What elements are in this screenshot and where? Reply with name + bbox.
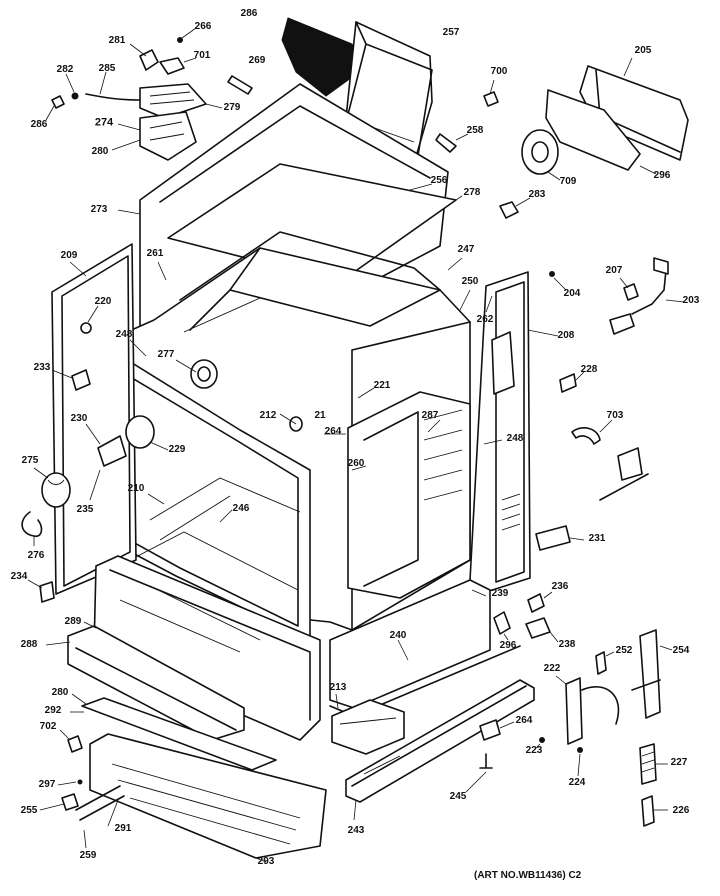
broiler-pan-parts [45, 621, 277, 771]
part-callout-208: 208 [557, 330, 575, 341]
part-callout-287: 287 [421, 410, 439, 421]
part-callout-224: 224 [568, 777, 586, 788]
part-callout-259: 259 [79, 850, 97, 861]
part-callout-227: 227 [670, 757, 688, 768]
part-callout-257: 257 [442, 27, 460, 38]
part-callout-243: 243 [347, 825, 365, 836]
part-callout-204: 204 [563, 288, 581, 299]
right-upper-parts [435, 57, 689, 219]
part-callout-277: 277 [157, 349, 175, 360]
part-callout-264: 264 [515, 715, 533, 726]
part-callout-223: 223 [525, 745, 543, 756]
part-callout-234: 234 [10, 571, 28, 582]
part-callout-279: 279 [223, 102, 241, 113]
part-callout-228: 228 [580, 364, 598, 375]
part-callout-246: 246 [232, 503, 250, 514]
part-callout-235: 235 [76, 504, 94, 515]
burner-box-213 [331, 693, 405, 755]
part-callout-264: 264 [324, 426, 342, 437]
part-callout-238: 238 [558, 639, 576, 650]
part-callout-275: 275 [21, 455, 39, 466]
part-callout-230: 230 [70, 413, 88, 424]
top-left-small-parts [45, 27, 253, 161]
part-callout-700: 700 [490, 66, 508, 77]
rear-shield-287 [347, 391, 471, 599]
part-callout-258: 258 [466, 125, 484, 136]
part-callout-296: 296 [499, 640, 517, 651]
part-callout-282: 282 [56, 64, 74, 75]
part-callout-240: 240 [389, 630, 407, 641]
part-callout-266: 266 [194, 21, 212, 32]
part-callout-233: 233 [33, 362, 51, 373]
part-callout-239: 239 [491, 588, 509, 599]
front-manifold-243 [345, 679, 535, 821]
part-callout-701: 701 [193, 50, 211, 61]
part-callout-209: 209 [60, 250, 78, 261]
part-callout-289: 289 [64, 616, 82, 627]
part-callout-250: 250 [461, 276, 479, 287]
left-side-panel-209 [51, 243, 137, 595]
part-callout-220: 220 [94, 296, 112, 307]
part-callout-283: 283 [528, 189, 546, 200]
part-callout-293: 293 [257, 856, 275, 867]
part-callout-205: 205 [634, 45, 652, 56]
part-callout-210: 210 [127, 483, 145, 494]
part-callout-276: 276 [27, 550, 45, 561]
part-callout-226: 226 [672, 805, 690, 816]
part-callout-221: 221 [373, 380, 391, 391]
part-callout-709: 709 [559, 176, 577, 187]
part-callout-273: 273 [90, 204, 108, 215]
part-callout-280: 280 [91, 146, 109, 157]
part-callout-260: 260 [347, 458, 365, 469]
right-small-parts [535, 257, 685, 551]
part-callout-21: 21 [314, 410, 326, 421]
part-callout-262: 262 [476, 314, 494, 325]
part-callout-288: 288 [20, 639, 38, 650]
part-callout-248: 248 [506, 433, 524, 444]
part-callout-213: 213 [329, 682, 347, 693]
right-side-panel-208 [469, 271, 559, 593]
part-callout-274: 274 [94, 116, 114, 129]
part-callout-247: 247 [457, 244, 475, 255]
part-callout-254: 254 [672, 645, 690, 656]
part-callout-291: 291 [114, 823, 132, 834]
right-lower-parts [493, 591, 673, 827]
part-callout-261: 261 [146, 248, 164, 259]
part-callout-255: 255 [20, 805, 38, 816]
part-callout-207: 207 [605, 265, 623, 276]
part-callout-296: 296 [653, 170, 671, 181]
part-callout-229: 229 [168, 444, 186, 455]
part-callout-236: 236 [551, 581, 569, 592]
part-callout-286: 286 [240, 8, 258, 19]
part-callout-285: 285 [98, 63, 116, 74]
part-callout-248: 248 [115, 329, 133, 340]
part-callout-231: 231 [588, 533, 606, 544]
part-callout-292: 292 [44, 705, 62, 716]
base-plate-293 [89, 733, 327, 863]
small-bottom-parts [465, 719, 515, 793]
part-callout-252: 252 [615, 645, 633, 656]
part-callout-245: 245 [449, 791, 467, 802]
part-callout-281: 281 [108, 35, 126, 46]
part-callout-222: 222 [543, 663, 561, 674]
part-callout-286: 286 [30, 119, 48, 130]
part-callout-256: 256 [430, 175, 448, 186]
filter-screen-286 [281, 17, 363, 97]
part-callout-278: 278 [463, 187, 481, 198]
part-callout-269: 269 [248, 55, 266, 66]
oven-lower-section [93, 555, 321, 741]
part-callout-297: 297 [38, 779, 56, 790]
part-callout-703: 703 [606, 410, 624, 421]
part-callout-280: 280 [51, 687, 69, 698]
part-callout-212: 212 [259, 410, 277, 421]
art-number: (ART NO.WB11436) C2 [474, 870, 582, 881]
rail-291 [39, 779, 125, 849]
part-callout-203: 203 [682, 295, 700, 306]
light-assembly [21, 415, 169, 603]
leader-lines [89, 183, 503, 523]
part-callout-702: 702 [39, 721, 57, 732]
